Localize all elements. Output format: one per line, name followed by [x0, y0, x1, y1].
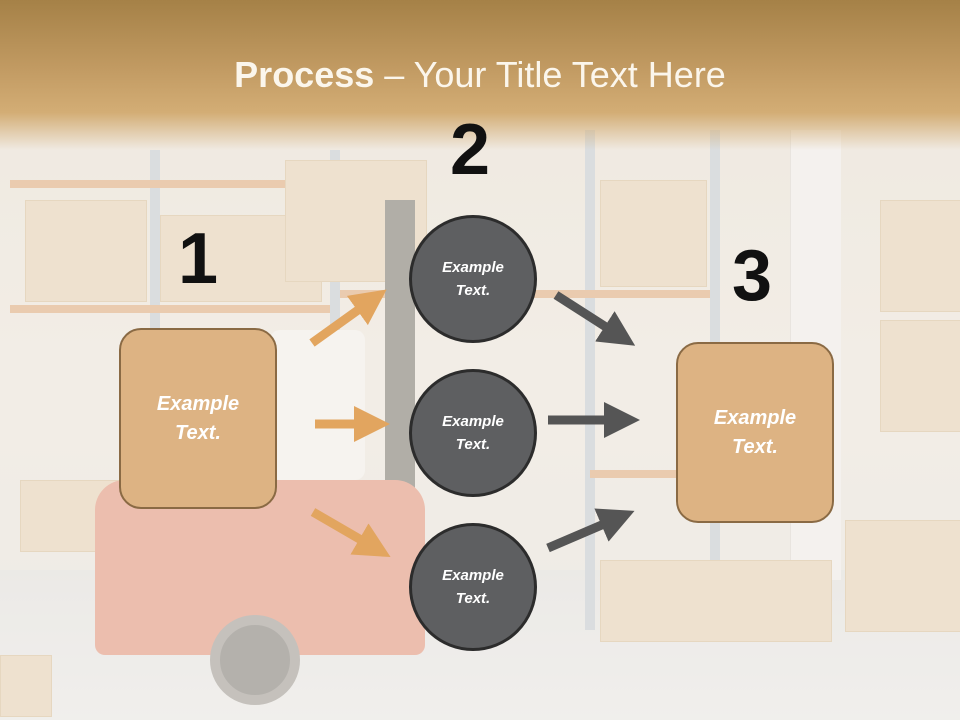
circle-2: Example Text.: [409, 369, 537, 497]
cargo-box: [880, 320, 960, 432]
page-title: Process – Your Title Text Here: [0, 54, 960, 96]
forklift-driver: [270, 330, 365, 480]
arrow-from-circle-1: [553, 291, 636, 346]
circle-2-text-line2: Text.: [455, 436, 491, 453]
title-rest: – Your Title Text Here: [374, 54, 726, 95]
step-number-3: 3: [732, 236, 773, 316]
step-3-text-line1: Example: [713, 406, 797, 429]
shelf-upright: [585, 130, 595, 630]
step-1-box: Example Text.: [119, 328, 277, 509]
title-banner: [0, 0, 960, 150]
shelf-beam: [590, 470, 720, 478]
circle-3: Example Text.: [409, 523, 537, 651]
step-number-1: 1: [178, 219, 219, 299]
step-number-2: 2: [450, 110, 491, 190]
shelf-beam: [10, 305, 330, 313]
title-bold: Process: [234, 54, 375, 95]
cargo-box: [845, 520, 960, 632]
circle-1-text-line1: Example: [442, 259, 504, 276]
step-1-text-line1: Example: [156, 392, 240, 415]
cargo-box: [25, 200, 147, 302]
circle-2-text-line1: Example: [442, 413, 504, 430]
shelf-beam: [10, 180, 330, 188]
cargo-pallet: [600, 560, 832, 642]
circle-3-text-line2: Text.: [455, 590, 491, 607]
arrow-from-circle-3: [546, 508, 635, 553]
cargo-box: [880, 200, 960, 312]
arrow-to-circle-3: [310, 508, 391, 558]
cargo-box: [0, 655, 52, 717]
step-3-text-line2: Text.: [732, 435, 778, 458]
arrow-to-circle-1: [309, 289, 387, 347]
circle-1: Example Text.: [409, 215, 537, 343]
step-3-box: Example Text.: [676, 342, 834, 523]
cargo-box: [600, 180, 707, 287]
circle-1-text-line2: Text.: [455, 282, 491, 299]
circle-3-text-line1: Example: [442, 567, 504, 584]
forklift-wheel: [210, 615, 300, 705]
step-1-text-line2: Text.: [175, 421, 221, 444]
